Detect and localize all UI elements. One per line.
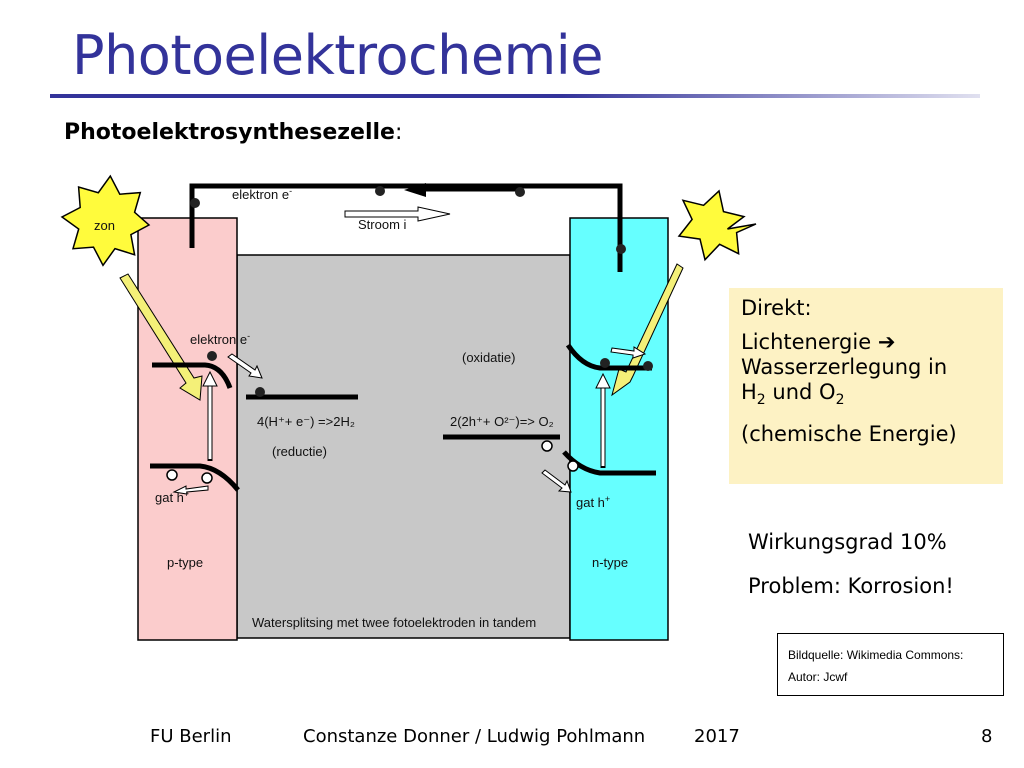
oxidation-hole (541, 440, 553, 452)
n-electron (600, 358, 610, 368)
footer-year: 2017 (694, 726, 740, 747)
electron-dot (375, 186, 385, 196)
direct-heading: Direkt: (741, 296, 812, 320)
right-arrow-icon: ➔ (877, 330, 896, 354)
und-oxygen-text: und O (765, 380, 836, 404)
n-type-label: n-type (592, 555, 628, 570)
electron-dot (515, 187, 525, 197)
p-electron (207, 351, 217, 361)
hydrogen-symbol: H (741, 380, 757, 404)
footer-page-number: 8 (981, 726, 993, 747)
electron-left-label: elektron e- (190, 331, 250, 347)
source-line-1: Bildquelle: Wikimedia Commons: (788, 648, 964, 662)
light-ray-left (119, 273, 203, 401)
subtitle-bold: Photoelektrosynthesezelle (64, 120, 395, 145)
sun-left-icon (60, 174, 151, 267)
n-excitation-arrow-head (595, 372, 611, 389)
oxidation-equation: 2(2h⁺+ O²⁻)=> O₂ (450, 414, 554, 429)
hydrogen-subscript: 2 (756, 392, 766, 409)
title-underline (50, 94, 980, 98)
p-hole (201, 472, 213, 484)
light-energy-text: Lichtenergie (741, 330, 872, 354)
p-valence-band (150, 463, 240, 492)
slide-subtitle: Photoelektrosynthesezelle: (64, 120, 402, 145)
reduction-electron (255, 387, 265, 397)
p-hole-arrow (172, 485, 209, 495)
sun-right-icon (677, 189, 757, 262)
electron-dot (190, 198, 200, 208)
p-type-label: p-type (167, 555, 203, 570)
caption: Watersplitsing met twee fotoelektroden i… (252, 615, 536, 630)
oxygen-subscript: 2 (835, 392, 845, 409)
slide-title: Photoelektrochemie (72, 24, 603, 87)
n-electron (643, 361, 653, 371)
sun-left-label: zon (94, 218, 115, 233)
chemical-energy-text: (chemische Energie) (741, 422, 957, 447)
electrolyte (236, 254, 571, 639)
direct-description: Lichtenergie ➔ Wasserzerlegung in H2 und… (741, 330, 991, 413)
current-label: Stroom i (358, 217, 407, 232)
current-flow-arrow-head (404, 183, 426, 197)
hole-right-label: gat h+ (576, 494, 610, 510)
p-excitation-arrow-head (202, 370, 218, 387)
current-arrow-icon (344, 206, 451, 222)
source-line-2: Autor: Jcwf (788, 670, 848, 684)
n-valence-band (562, 450, 656, 476)
reduction-label: (reductie) (272, 444, 327, 459)
n-conduction-band (565, 343, 652, 371)
direct-process-box: Direkt: Lichtenergie ➔ Wasserzerlegung i… (729, 288, 1003, 484)
efficiency-text: Wirkungsgrad 10% (748, 530, 947, 554)
light-ray-right (611, 263, 684, 397)
oxidation-label: (oxidatie) (462, 350, 515, 365)
image-source-box: Bildquelle: Wikimedia Commons: Autor: Jc… (777, 633, 1004, 696)
electron-top-label: elektron e- (232, 186, 292, 202)
n-hole-arrow (541, 469, 572, 493)
hole-left-label: gat h+ (155, 489, 189, 505)
p-electron-transfer-arrow (227, 353, 263, 379)
external-circuit-wire (189, 183, 623, 272)
p-electrode (137, 217, 238, 641)
problem-text: Problem: Korrosion! (748, 574, 954, 598)
n-electrode (569, 217, 669, 641)
n-electron-arrow (610, 346, 647, 359)
electron-dot (616, 244, 626, 254)
subtitle-colon: : (394, 120, 403, 145)
p-conduction-band (152, 362, 233, 389)
n-hole (567, 460, 579, 472)
footer-institution: FU Berlin (150, 726, 232, 747)
footer-authors: Constanze Donner / Ludwig Pohlmann (303, 726, 646, 747)
p-hole (166, 469, 178, 481)
reduction-equation: 4(H⁺+ e⁻) =>2H₂ (257, 414, 355, 429)
summary: Wirkungsgrad 10% Problem: Korrosion! (748, 530, 954, 618)
water-splitting-text: Wasserzerlegung in (741, 355, 948, 379)
